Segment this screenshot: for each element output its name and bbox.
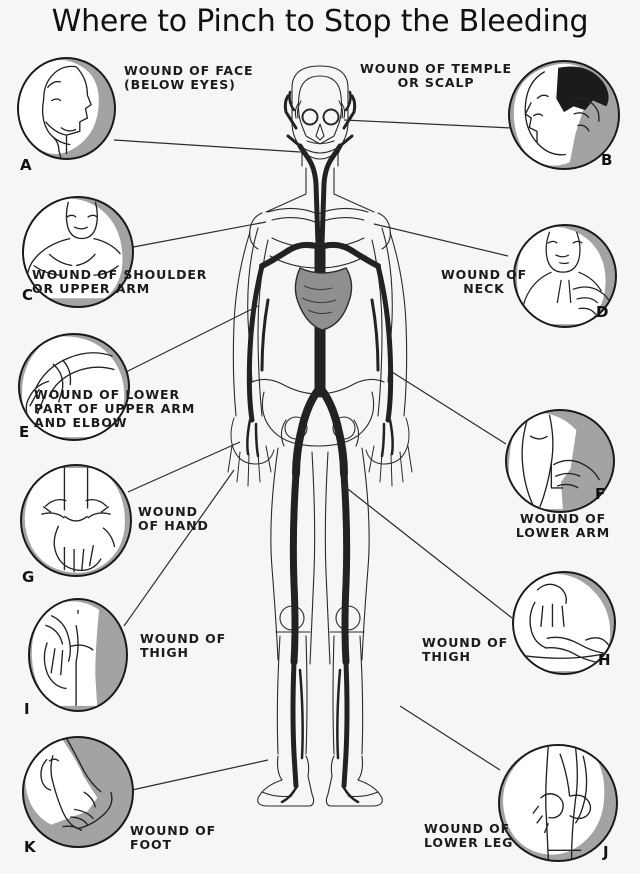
callout-key-D: D xyxy=(596,303,609,321)
leader-line-H xyxy=(343,485,513,619)
leader-line-G xyxy=(127,441,241,493)
leader-line-A xyxy=(113,139,301,153)
illustration-lower-arm-pinch xyxy=(508,412,601,510)
callout-label-F: WOUND OF LOWER ARM xyxy=(515,511,611,540)
page-title: Where to Pinch to Stop the Bleeding xyxy=(51,4,589,39)
leader-line-I xyxy=(123,469,235,627)
leader-line-C xyxy=(127,221,267,249)
leader-line-K xyxy=(131,759,269,791)
callout-label-H: WOUND OF THIGH xyxy=(422,635,509,664)
callout-key-J: J xyxy=(603,843,609,861)
callout-label-E: WOUND OF LOWER PART OF UPPER ARM AND ELB… xyxy=(34,387,196,430)
callout-circle-F[interactable] xyxy=(505,409,615,513)
illustration-temple-pinch xyxy=(513,63,609,166)
callout-circle-B[interactable] xyxy=(508,60,620,170)
leader-line-J xyxy=(399,705,501,771)
callout-key-E: E xyxy=(19,423,30,441)
callout-key-F: F xyxy=(595,485,606,503)
callout-circle-H[interactable] xyxy=(512,571,616,675)
callout-circle-J[interactable] xyxy=(498,744,618,862)
illustration-elbow-pinch xyxy=(22,336,125,438)
illustration-foot-pinch xyxy=(25,738,113,832)
leader-lines xyxy=(113,119,513,791)
callout-label-G: WOUND OF HAND xyxy=(138,504,209,533)
leader-line-D xyxy=(373,223,509,257)
leader-line-B xyxy=(343,119,513,129)
callout-key-K: K xyxy=(24,838,36,856)
heart-organ xyxy=(294,267,353,331)
callout-circle-E[interactable] xyxy=(18,333,130,441)
illustration-shoulder-pinch xyxy=(24,198,123,299)
callout-circle-C[interactable] xyxy=(22,196,134,308)
callout-circle-K[interactable] xyxy=(22,736,134,848)
leader-line-E xyxy=(125,305,259,373)
callout-key-G: G xyxy=(22,568,35,586)
callout-label-B: WOUND OF TEMPLE OR SCALP xyxy=(360,61,512,90)
callout-key-B: B xyxy=(601,151,613,169)
illustration-thigh-right-pinch xyxy=(514,573,613,672)
callout-circle-I[interactable] xyxy=(28,598,128,712)
arterial-system xyxy=(246,90,394,804)
illustration-face-pinch xyxy=(19,60,99,158)
callout-label-A: WOUND OF FACE (BELOW EYES) xyxy=(124,63,254,92)
illustration-thigh-left-pinch xyxy=(31,601,100,706)
callout-label-K: WOUND OF FOOT xyxy=(130,823,217,852)
callout-circle-D[interactable] xyxy=(513,224,617,328)
illustration-lower-leg-pinch xyxy=(503,746,605,860)
callout-label-C: WOUND OF SHOULDER OR UPPER ARM xyxy=(32,267,208,296)
callout-circle-A[interactable] xyxy=(17,57,116,160)
callout-key-C: C xyxy=(22,286,34,304)
callout-label-I: WOUND OF THIGH xyxy=(140,631,227,660)
callout-label-D: WOUND OF NECK xyxy=(440,267,528,296)
callout-key-A: A xyxy=(20,156,32,174)
callout-key-I: I xyxy=(24,700,30,718)
callout-label-J: WOUND OF LOWER LEG xyxy=(424,821,514,850)
callout-key-H: H xyxy=(598,651,611,669)
illustration-neck-pinch xyxy=(516,226,612,325)
leader-line-F xyxy=(391,371,507,445)
illustration-hand-pinch xyxy=(24,466,125,573)
callout-circle-G[interactable] xyxy=(20,464,132,577)
